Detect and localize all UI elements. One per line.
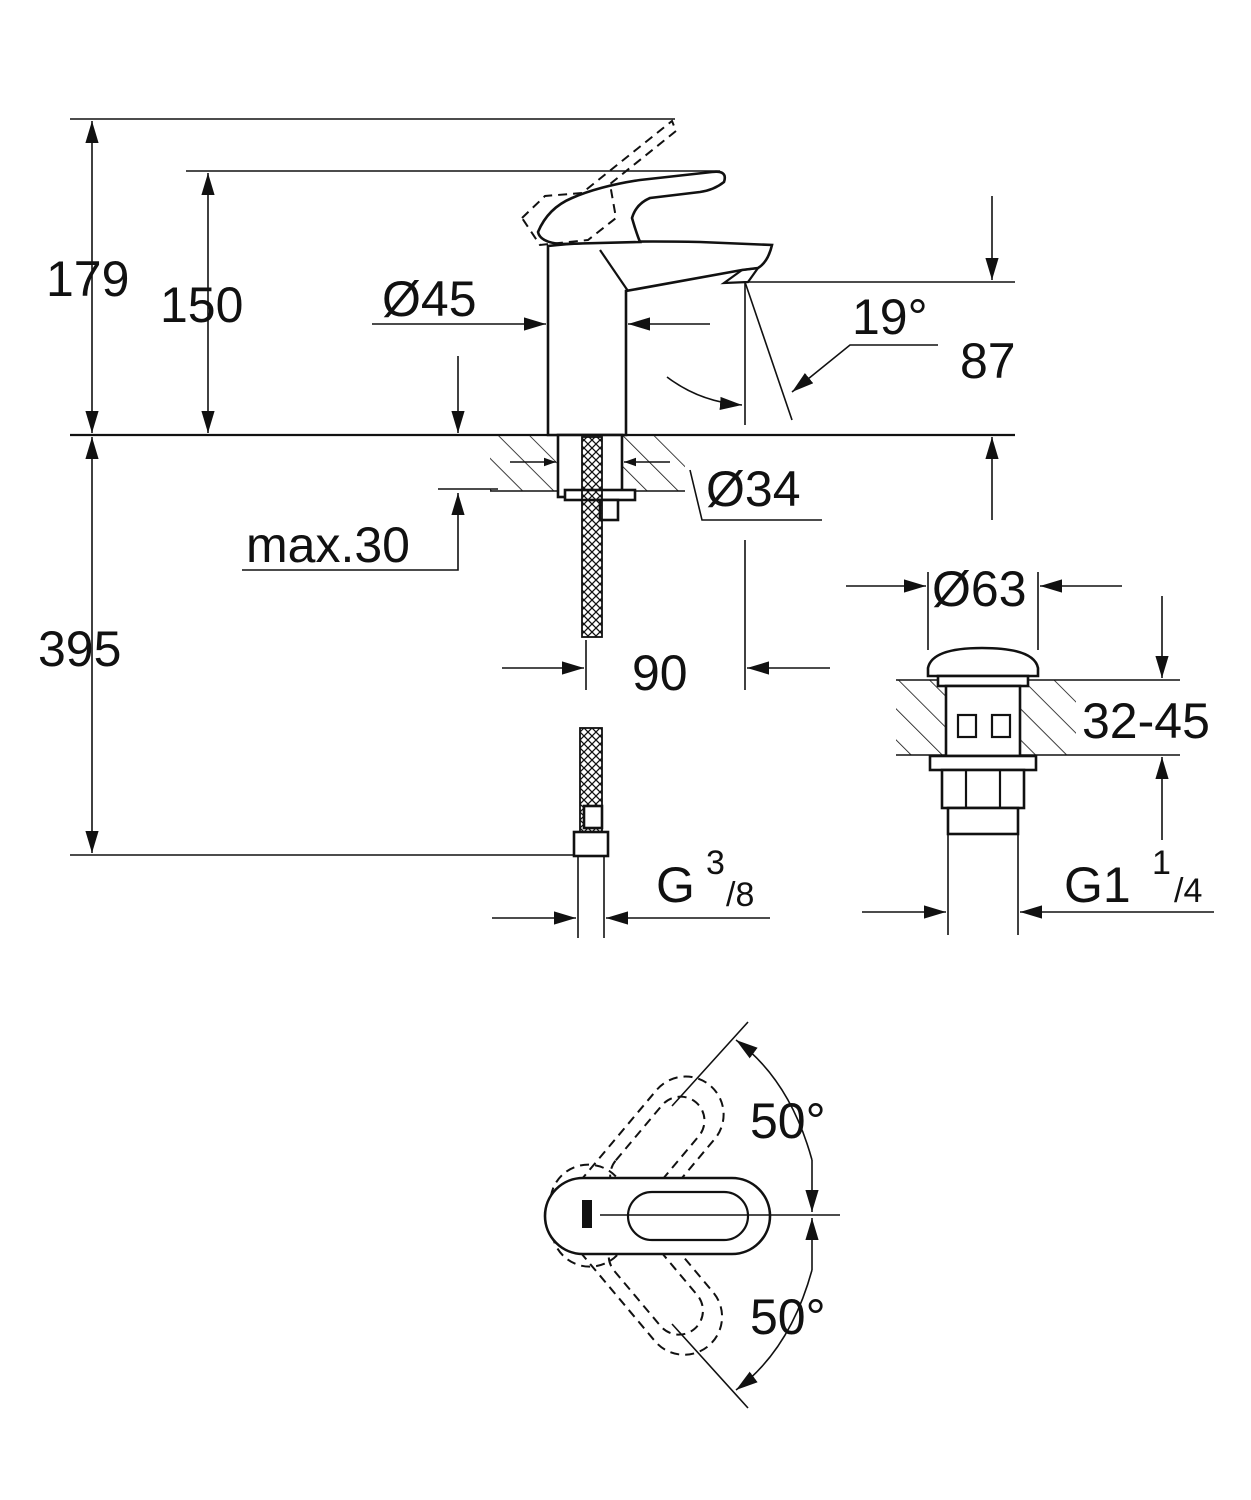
waste-fitting-view: Ø63 32-45 G1 1 /4 <box>846 561 1214 935</box>
hose-ferrule <box>582 804 604 830</box>
waste-locknut <box>928 754 1038 772</box>
body-edge <box>599 249 629 292</box>
waste-flange <box>936 674 1030 688</box>
dim-waste-thread-prefix: G1 <box>1064 857 1131 913</box>
lever-top-view: 50° 50° <box>543 1021 840 1409</box>
rotation-up-reference-line <box>671 1021 749 1107</box>
angle-arrow-left <box>666 376 743 411</box>
spout-tip <box>720 266 761 285</box>
dim-spout-reach-label: 87 <box>960 333 1016 389</box>
dim-hose-thread-denominator: /8 <box>726 876 754 914</box>
waste-cap <box>926 646 1040 678</box>
supply-hose-upper <box>581 436 603 638</box>
rotation-down-arc-lower <box>735 1269 813 1391</box>
dim-hole-to-spout-label: 90 <box>632 645 688 701</box>
faucet-side-view: 179 150 Ø45 19° 87 max.30 Ø34 395 90 <box>38 118 1016 938</box>
dim-waste-deck-label: 32-45 <box>1082 693 1210 749</box>
dim-hose-length-label: 395 <box>38 621 121 677</box>
dim-lever-height-label: 150 <box>160 277 243 333</box>
spout-angle-line <box>744 281 793 421</box>
dim-hose-thread-numerator: 3 <box>706 844 725 882</box>
rotation-down-angle-label: 50° <box>750 1289 826 1345</box>
waste-hex-nut <box>940 768 1026 810</box>
dim-waste-thread-denominator: /4 <box>1174 872 1202 910</box>
dim-deck-thickness-arrow-bottom <box>242 493 465 571</box>
dim-hose-thread-prefix: G <box>656 857 695 913</box>
waste-slot-right <box>990 713 1012 739</box>
dim-base-diameter-leader <box>689 469 822 521</box>
dim-base-diameter-label: Ø34 <box>706 461 801 517</box>
lever-indicator-mark <box>582 1200 592 1228</box>
waste-tail <box>946 806 1020 836</box>
angle-arrow-right <box>791 344 938 393</box>
hose-connector-nut <box>572 830 610 858</box>
rotation-up-arc-upper <box>735 1039 813 1161</box>
rotation-up-angle-label: 50° <box>750 1093 826 1149</box>
lever-center-slot <box>626 1190 750 1242</box>
lever-center-outline <box>543 1176 772 1256</box>
dim-total-height-label: 179 <box>46 251 129 307</box>
dim-waste-diameter-label: Ø63 <box>932 561 1027 617</box>
dim-waste-thread-numerator: 1 <box>1152 844 1171 882</box>
faucet-body <box>546 240 774 437</box>
rotation-down-reference-line <box>671 1323 749 1409</box>
dim-body-diameter-label: Ø45 <box>382 271 477 327</box>
lever-open-position-dashed <box>520 119 678 247</box>
waste-slot-left <box>956 713 978 739</box>
dim-deck-thickness-label: max.30 <box>246 517 410 573</box>
dim-spout-angle-label: 19° <box>852 289 928 345</box>
faucet-lever <box>536 170 727 246</box>
